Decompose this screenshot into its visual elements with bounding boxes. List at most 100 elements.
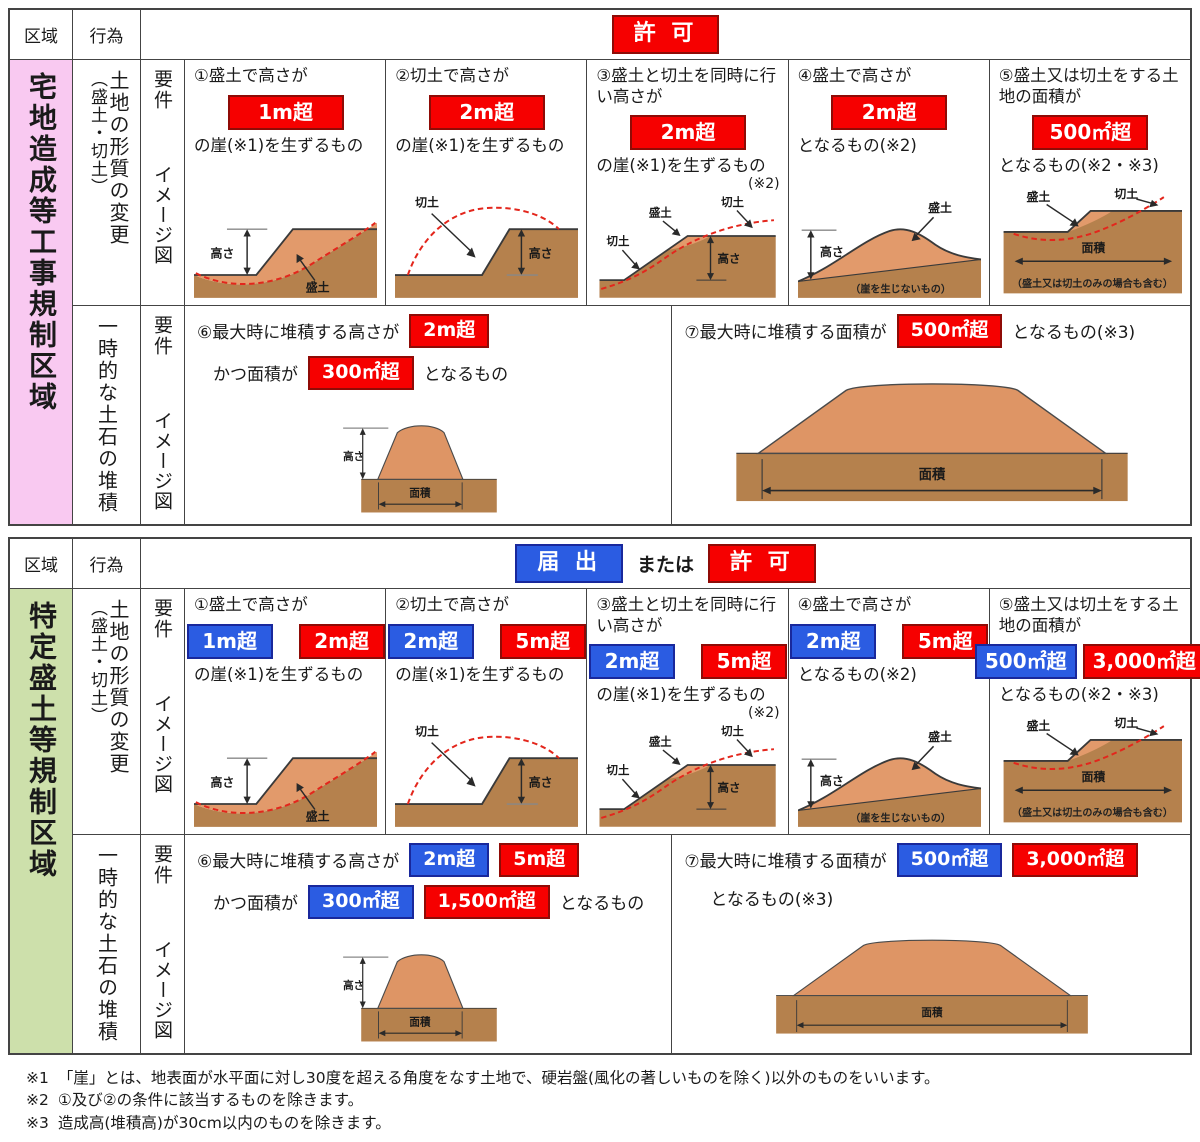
- header-notify-or-permit: 届 出 または 許 可: [141, 539, 1190, 588]
- page: 区域 行為 許 可 宅地造成等工事規制区域 土地の形質の変更 （盛土・切土） 要…: [0, 8, 1200, 1142]
- diagram-stockpile-height: 高さ 面積: [197, 398, 661, 519]
- condition-line: となるもの(※3): [710, 885, 1180, 910]
- condition-text: ④盛土で高さが: [797, 595, 912, 614]
- condition-post-text: となるもの(※2・※3): [998, 685, 1159, 705]
- condition-text: ③盛土と切土を同時に行い高さが: [596, 66, 777, 106]
- condition-text: ①盛土で高さが: [194, 595, 308, 614]
- threshold-badge-blue: 500㎡超: [896, 843, 1003, 877]
- footnote-text: 「崖」とは、地表面が水平面に対し30度を超える角度をなす土地で、硬岩盤(風化の著…: [57, 1069, 940, 1087]
- condition-post-text: となるもの(※2): [797, 664, 917, 684]
- condition-post-text: の崖(※1)を生ずるもの: [596, 685, 766, 705]
- condition-line: ⑦最大時に堆積する面積が 500㎡超 3,000㎡超: [684, 843, 1180, 877]
- height-label: 高さ: [343, 449, 364, 462]
- fill-label: 盛土: [1026, 190, 1050, 204]
- header-area: 区域: [10, 10, 72, 59]
- cell-6-stockpile-height: ⑥最大時に堆積する高さが 2m超 かつ面積が 300㎡超 となるもの 高さ 面積: [185, 306, 673, 524]
- act-temporary-stockpile: 一時的な土石の堆積: [73, 306, 140, 524]
- condition-line: ⑥最大時に堆積する高さが 2m超 5m超: [197, 843, 661, 877]
- req-img-col-row2: 要件 イメージ図: [141, 306, 184, 524]
- act-stockpile-label: 一時的な土石の堆積: [94, 845, 119, 1043]
- area-title-text: 宅地造成等工事規制区域: [25, 72, 58, 413]
- req-label: 要件: [151, 844, 173, 886]
- table-tokutei-morido: 区域 行為 届 出 または 許 可 特定盛土等規制区域 土地の形質の変更 （盛土…: [8, 537, 1200, 1055]
- act-stockpile-label: 一時的な土石の堆積: [94, 316, 119, 514]
- threshold-badge-blue: 1m超: [186, 623, 273, 659]
- threshold-badge-blue: 300㎡超: [308, 884, 414, 919]
- threshold-badge-blue: 2m超: [387, 623, 474, 659]
- threshold-badge-blue: 500㎡超: [974, 644, 1077, 680]
- req-img-col-row2: 要件 イメージ図: [141, 835, 184, 1053]
- fill-label: 盛土: [306, 810, 330, 824]
- cut-label: 切土: [721, 724, 744, 738]
- cell-6-stockpile-height: ⑥最大時に堆積する高さが 2m超 5m超 かつ面積が 300㎡超 1,500㎡超…: [185, 835, 673, 1053]
- header-act-label: 行為: [89, 556, 124, 576]
- cut-label: 切土: [1114, 188, 1138, 201]
- condition-post-text: となるもの: [559, 894, 645, 915]
- act-land-change: 土地の形質の変更 （盛土・切土）: [73, 589, 140, 834]
- threshold-badge-red: 5m超: [499, 843, 580, 877]
- stockpile-row: ⑥最大時に堆積する高さが 2m超 5m超 かつ面積が 300㎡超 1,500㎡超…: [185, 835, 1190, 1053]
- condition-text: ⑤盛土又は切土をする土地の面積が: [998, 595, 1179, 635]
- condition-text: ⑤盛土又は切土をする土地の面積が: [998, 66, 1179, 106]
- condition-post: の崖(※1)を生ずるもの: [194, 136, 377, 157]
- stockpile-row: ⑥最大時に堆積する高さが 2m超 かつ面積が 300㎡超 となるもの 高さ 面積: [185, 306, 1190, 524]
- condition-post: となるもの(※2・※3): [999, 685, 1182, 706]
- or-text: または: [636, 554, 694, 576]
- height-label: 高さ: [718, 252, 741, 266]
- area-title-tokutei: 特定盛土等規制区域: [10, 589, 72, 1053]
- notify-badge: 届 出: [515, 544, 623, 583]
- diagram-cut-cliff: 切土 高さ: [395, 685, 579, 827]
- header-area-label: 区域: [24, 556, 58, 576]
- condition-text: ⑥最大時に堆積する高さが: [197, 852, 400, 873]
- act-land-change-text: 土地の形質の変更 （盛土・切土）: [85, 70, 130, 305]
- condition-post: の崖(※1)を生ずるもの: [194, 665, 377, 686]
- diagram-fill-gentle: 高さ 盛土 （崖を生じないもの）: [797, 156, 981, 298]
- act-main-label: 土地の形質の変更: [106, 599, 130, 775]
- threshold-badge-blue: 2m超: [409, 843, 490, 877]
- condition-note: (※2): [748, 704, 780, 721]
- threshold-badge-red: 2m超: [428, 94, 545, 130]
- condition-text: ②切土で高さが: [395, 66, 509, 85]
- no-cliff-caption: （崖を生じないもの）: [850, 812, 951, 825]
- height-label: 高さ: [820, 245, 844, 259]
- diagram-land-area: 盛土 切土 面積 （盛土又は切土のみの場合も含む）: [999, 177, 1182, 298]
- threshold-badge-red: 500㎡超: [1032, 115, 1149, 151]
- fill-or-cut-caption: （盛土又は切土のみの場合も含む）: [1012, 806, 1173, 819]
- condition-text: ①盛土で高さが: [194, 66, 308, 85]
- req-label: 要件: [151, 315, 173, 357]
- condition-post: となるもの(※2・※3): [999, 156, 1182, 177]
- area-label: 面積: [1081, 770, 1105, 784]
- fill-label: 盛土: [306, 281, 330, 295]
- area-title-text: 特定盛土等規制区域: [25, 601, 58, 880]
- condition-text: ③盛土と切土を同時に行い高さが: [596, 595, 777, 635]
- footnote-2: ※2 ①及び②の条件に該当するものを除きます。: [26, 1089, 1200, 1111]
- act-temporary-stockpile: 一時的な土石の堆積: [73, 835, 140, 1053]
- footnotes: ※1 「崖」とは、地表面が水平面に対し30度を超える角度をなす土地で、硬岩盤(風…: [26, 1067, 1200, 1134]
- threshold-badge-blue: 2m超: [589, 644, 675, 680]
- area-label: 面積: [922, 1006, 944, 1019]
- condition-post-text: となるもの(※2・※3): [998, 156, 1159, 176]
- cell-5-area: ⑤盛土又は切土をする土地の面積が 500㎡超 となるもの(※2・※3) 盛土 切…: [989, 60, 1190, 305]
- cut-label: 切土: [415, 724, 439, 738]
- req-label: 要件: [151, 598, 173, 640]
- height-label: 高さ: [343, 978, 364, 991]
- diagram-fill-cliff: 高さ 盛土: [194, 156, 378, 298]
- footnote-1: ※1 「崖」とは、地表面が水平面に対し30度を超える角度をなす土地で、硬岩盤(風…: [26, 1067, 1200, 1089]
- cell-3-fill-cut-height: ③盛土と切土を同時に行い高さが 2m超 の崖(※1)を生ずるもの(※2) 切土 …: [587, 60, 788, 305]
- threshold-badge-red: 3,000㎡超: [1082, 644, 1200, 680]
- image-label: イメージ図: [151, 165, 173, 265]
- threshold-badge-blue: 2m超: [790, 623, 877, 659]
- height-label: 高さ: [210, 247, 234, 261]
- condition-post-text: となるもの: [423, 365, 509, 386]
- condition-post: となるもの(※2): [798, 136, 981, 157]
- condition-post: の崖(※1)を生ずるもの: [395, 665, 578, 686]
- act-land-change-text: 土地の形質の変更 （盛土・切土）: [85, 599, 130, 834]
- threshold-badge-red: 300㎡超: [308, 355, 414, 390]
- footnote-text: 造成高(堆積高)が30cm以内のものを除きます。: [57, 1113, 391, 1132]
- condition-text: ⑥最大時に堆積する高さが: [197, 323, 400, 344]
- cut-label: 切土: [607, 234, 630, 248]
- req-img-col-row1: 要件 イメージ図: [141, 589, 184, 834]
- threshold-badge-red: 2m超: [629, 115, 746, 151]
- table-takuchi-zosei: 区域 行為 許 可 宅地造成等工事規制区域 土地の形質の変更 （盛土・切土） 要…: [8, 8, 1192, 526]
